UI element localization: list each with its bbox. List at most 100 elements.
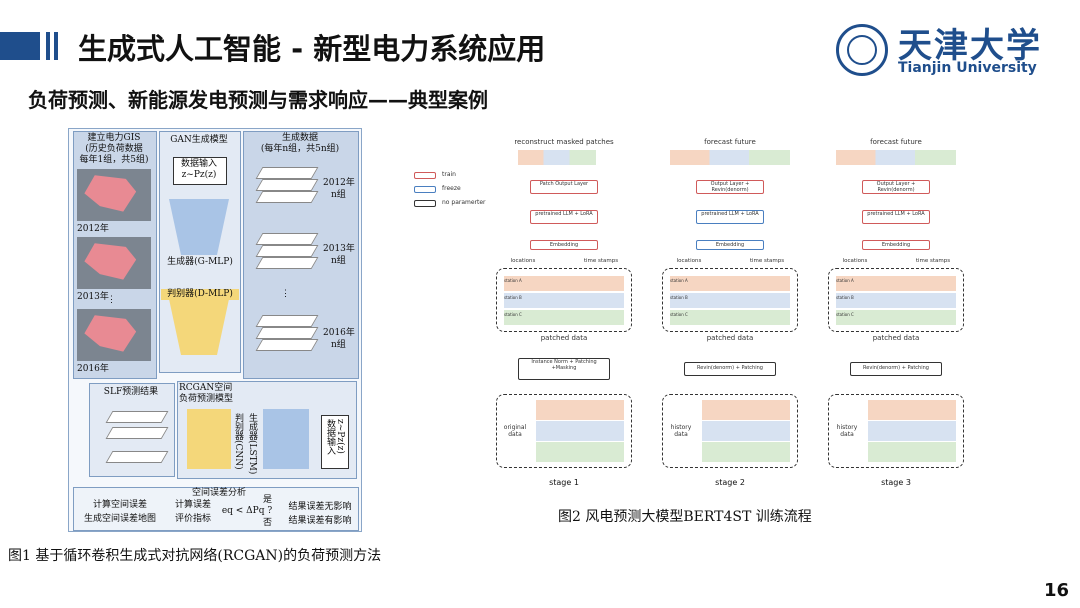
load-map-2013 (77, 237, 151, 289)
legend-item: freeze (414, 184, 510, 196)
accent-bar-main (0, 32, 40, 60)
original-data-panel (496, 394, 632, 468)
station-b-strip (670, 293, 790, 308)
university-logo: 天津大学 Tianjin University (836, 18, 1048, 80)
rcgan-subtitle: 负荷预测模型 (179, 394, 234, 404)
station-label: station B (836, 295, 854, 300)
ellipsis: ⋮ (107, 295, 116, 305)
locations-label: locations (842, 258, 868, 264)
patched-data-panel (828, 268, 964, 332)
generated-map-layer (255, 191, 319, 203)
slf-map-layer (105, 411, 169, 423)
gen-error-map: 生成空间误差地图 (83, 514, 156, 524)
condition: eq < ΔPq ? (221, 506, 273, 516)
series-c-plot (868, 442, 956, 462)
station-b-strip (504, 293, 624, 308)
history-data-panel (662, 394, 798, 468)
generated-map-layer (255, 179, 319, 191)
data-input-box-2 (321, 415, 349, 469)
slide-subtitle: 负荷预测、新能源发电预测与需求响应——典型案例 (28, 88, 488, 112)
discriminator-label: 判别器(D-MLP) (161, 289, 239, 301)
series-c-plot (702, 442, 790, 462)
load-map-2012 (77, 169, 151, 221)
station-c-strip (504, 310, 624, 325)
patched-data-label: patched data (706, 334, 754, 342)
calc-spatial-error: 计算空间误差 (92, 500, 147, 510)
series-b-plot (702, 421, 790, 441)
stage-2-column: forecast future Output Layer + Revin(den… (662, 136, 798, 492)
stage-top-label: forecast future (870, 138, 922, 146)
llm-box: pretrained LLM + LoRA (862, 210, 930, 224)
process-box: Revin(denorm) + Patching (684, 362, 776, 376)
legend-item: train (414, 170, 510, 182)
output-layer-box: Output Layer + Revin(denorm) (862, 180, 930, 194)
output-patches-strip (518, 150, 596, 165)
llm-box: pretrained LLM + LoRA (696, 210, 764, 224)
history-data-panel (828, 394, 964, 468)
stage-1-column: reconstruct masked patches Patch Output … (496, 136, 632, 492)
figure1-caption: 图1 基于循环卷积生成式对抗网络(RCGAN)的负荷预测方法 (8, 548, 382, 564)
locations-label: locations (510, 258, 536, 264)
station-label: station C (670, 312, 688, 317)
generated-map-layer (255, 315, 319, 327)
generated-map-layer (255, 245, 319, 257)
stage-top-label: reconstruct masked patches (514, 138, 614, 146)
ellipsis: ⋮ (281, 289, 290, 299)
patched-data-panel (662, 268, 798, 332)
legend-label: no paramerter (442, 199, 486, 206)
embedding-box: Embedding (862, 240, 930, 250)
stage-top-label: forecast future (704, 138, 756, 146)
station-label: station C (504, 312, 522, 317)
year-label: 2012年 (323, 178, 355, 188)
slide-title: 生成式人工智能 - 新型电力系统应用 (78, 32, 546, 66)
legend-swatch (414, 172, 436, 179)
generated-data-subtitle: (每年n组，共5n组) (260, 144, 340, 154)
year-label: 2016年 (77, 364, 109, 374)
no-label: 否 (263, 518, 273, 528)
series-a-plot (868, 400, 956, 420)
group-label: n组 (331, 190, 346, 200)
generated-map-layer (255, 257, 319, 269)
logo-english-name: Tianjin University (898, 60, 1037, 76)
error-analysis-box (73, 487, 359, 531)
generated-map-layer (255, 167, 319, 179)
patched-data-panel (496, 268, 632, 332)
logo-chinese-name: 天津大学 (898, 26, 1042, 66)
forecast-strip (670, 150, 790, 165)
gis-subtitle-2: 每年1组，共5组) (79, 155, 149, 165)
year-label: 2016年 (323, 328, 355, 338)
generated-map-layer (255, 339, 319, 351)
figure1-rcgan-diagram: 建立电力GIS (历史负荷数据 每年1组，共5组) 2012年 2013年 ⋮ … (68, 128, 362, 532)
error-analysis-title: 空间误差分析 (191, 488, 246, 498)
time-stamps-label: time stamps (915, 258, 951, 264)
page-number: 16 (1044, 580, 1070, 601)
series-a-plot (536, 400, 624, 420)
gis-subtitle-1: (历史负荷数据 (85, 144, 143, 154)
result-no-effect: 结果误差无影响 (288, 502, 352, 512)
series-b-plot (868, 421, 956, 441)
discriminator-network-icon (169, 299, 229, 355)
generator-label: 生成器(G-MLP) (167, 257, 233, 267)
data-input-box (173, 157, 227, 185)
stage-name: stage 3 (881, 478, 911, 487)
time-stamps-label: time stamps (583, 258, 619, 264)
stage-name: stage 2 (715, 478, 745, 487)
stage-3-column: forecast future Output Layer + Revin(den… (828, 136, 964, 492)
embedding-box: Embedding (696, 240, 764, 250)
cnn-discriminator-label: 判别器(CNN) (233, 413, 243, 470)
lstm-generator-label: 生成器(LSTM) (247, 413, 257, 475)
output-layer-box: Patch Output Layer (530, 180, 598, 194)
group-label: n组 (331, 256, 346, 266)
data-input-label-2: 数据输入 (325, 419, 335, 455)
noise-distribution: z~Pz(z) (181, 170, 217, 180)
figure2-bert4st-diagram: train freeze no paramerter reconstruct m… (414, 136, 970, 492)
station-c-strip (836, 310, 956, 325)
legend: train freeze no paramerter (414, 170, 510, 220)
station-c-strip (670, 310, 790, 325)
embedding-box: Embedding (530, 240, 598, 250)
calc-error: 计算误差 (174, 500, 211, 510)
series-c-plot (536, 442, 624, 462)
gis-title: 建立电力GIS (87, 133, 141, 143)
data-label: history data (836, 424, 858, 438)
yes-label: 是 (263, 495, 273, 505)
